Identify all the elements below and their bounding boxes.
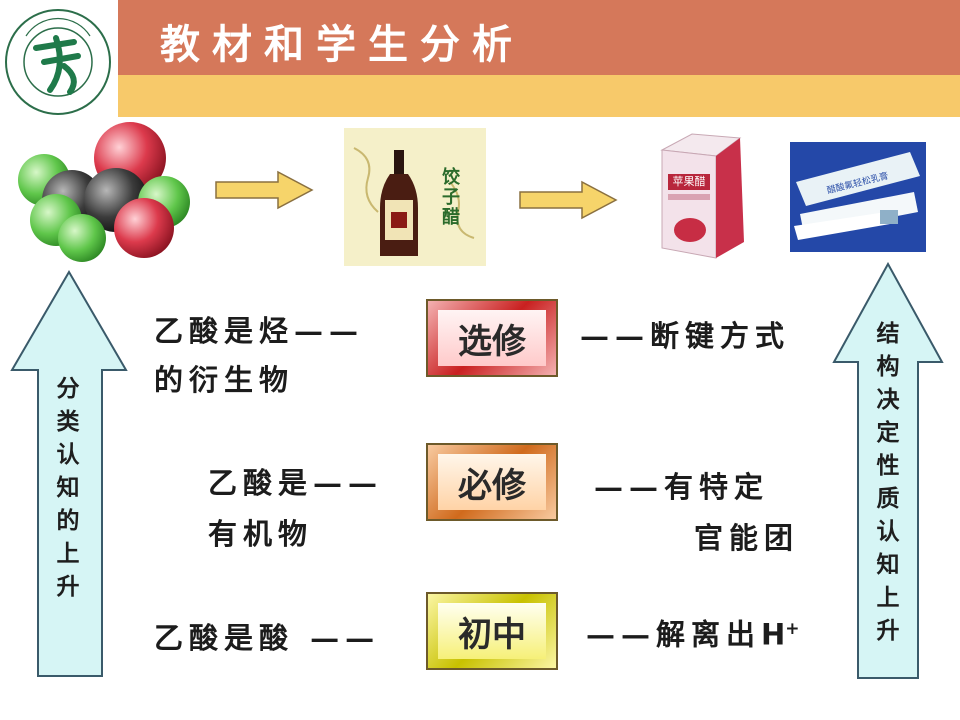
junior-left: 乙酸是酸 —— — [154, 621, 381, 655]
header-bar — [118, 0, 960, 75]
acetic-acid-molecule-model — [18, 122, 190, 262]
junior-right: ——解离出H+ — [586, 607, 800, 657]
vinegar-bottle-image: 饺子醋 — [344, 128, 486, 266]
required-left-line1: 乙酸是—— — [208, 466, 384, 500]
required-box: 必修 — [426, 443, 558, 521]
required-box-label: 必修 — [438, 454, 546, 510]
junior-box: 初中 — [426, 592, 558, 670]
elective-box-label: 选修 — [438, 310, 546, 366]
left-arrow-text: 分类认知的上升 — [56, 376, 80, 600]
left-up-arrow — [10, 270, 128, 677]
flow-arrow-1 — [215, 170, 314, 210]
header-sub-bar — [118, 75, 960, 117]
hydrogen-ion: H — [761, 617, 786, 652]
elective-left-line1: 乙酸是烃—— — [154, 314, 365, 348]
junior-box-label: 初中 — [438, 603, 546, 659]
right-arrow-text: 结构决定性质认知上升 — [876, 321, 900, 644]
required-right-line1: ——有特定 — [594, 470, 770, 504]
junior-right-text: ——解离出 — [586, 617, 762, 652]
required-left-line2: 有机物 — [208, 517, 314, 551]
page-title: 教材和学生分析 — [160, 22, 524, 68]
ointment-box-image: 醋酸氟轻松乳膏 — [790, 142, 926, 252]
elective-left-line2: 的衍生物 — [154, 363, 295, 397]
school-logo — [5, 9, 111, 115]
right-up-arrow — [832, 262, 944, 679]
carton-label: 苹果醋 — [672, 175, 706, 188]
elective-right: ——断键方式 — [580, 319, 791, 353]
flow-arrow-2 — [519, 180, 618, 220]
apple-vinegar-carton-image: 苹果醋 — [652, 130, 762, 265]
vinegar-label: 饺子醋 — [442, 167, 460, 228]
required-right-line2: 官能团 — [694, 521, 800, 555]
elective-box: 选修 — [426, 299, 558, 377]
hydrogen-ion-charge: + — [785, 619, 800, 639]
